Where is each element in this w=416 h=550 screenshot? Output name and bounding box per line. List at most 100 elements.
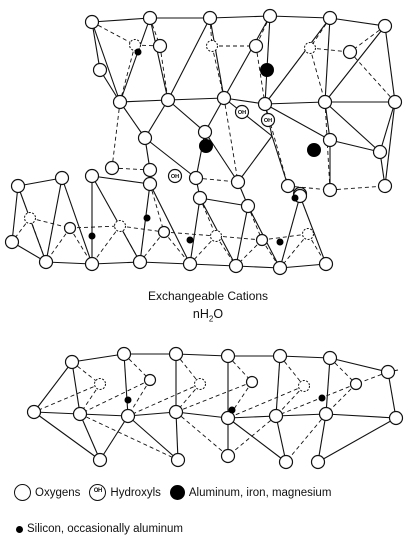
oxygen-atom xyxy=(388,410,404,426)
oxygen-atom xyxy=(322,350,338,366)
bond-line xyxy=(91,17,151,23)
tetrahedral-cation xyxy=(276,238,284,246)
atoms: OHOHOHOH xyxy=(4,8,404,470)
bond-line xyxy=(325,357,331,415)
oxygen-atom xyxy=(380,364,396,380)
oxygen-atom xyxy=(92,452,108,468)
legend-tetrahedral-label: Silicon, occasionally aluminum xyxy=(27,523,183,535)
bond-line xyxy=(149,183,191,265)
hidden-bond-line xyxy=(285,413,327,463)
oxygen-atom xyxy=(142,176,158,192)
octahedral-cation xyxy=(199,139,213,153)
bond-line xyxy=(209,15,271,19)
bond-line xyxy=(99,415,129,461)
hidden-bond-line xyxy=(175,381,253,413)
oxygen-atom xyxy=(257,96,273,112)
bond-line xyxy=(71,353,125,363)
oxygen-atom xyxy=(142,10,158,26)
bond-line xyxy=(264,17,331,105)
oxygen-atom xyxy=(387,94,403,110)
oxygen-atom-rear xyxy=(94,378,106,390)
hidden-bond-line xyxy=(119,225,165,233)
bond-line xyxy=(167,97,225,101)
oxygen-atom xyxy=(63,221,77,235)
hydroxyl-atom-label: OH xyxy=(171,174,179,180)
oxygen-atom-rear xyxy=(298,380,310,392)
hidden-bond-line xyxy=(29,217,71,229)
bond-line xyxy=(33,361,73,413)
oxygen-atom xyxy=(116,346,132,362)
bond-line xyxy=(175,411,229,419)
bond-line xyxy=(33,411,81,415)
oxygen-atom xyxy=(170,452,186,468)
oxygen-atom xyxy=(377,178,393,194)
hidden-bond-line xyxy=(255,15,271,47)
bond-line xyxy=(149,17,169,101)
tetrahedral-cation xyxy=(318,394,326,402)
oxygen-atom xyxy=(152,38,168,54)
oxygen-atom xyxy=(248,38,264,54)
hidden-bond-line xyxy=(227,385,305,419)
bond-line xyxy=(79,413,101,461)
legend-row-2: Silicon, occasionally aluminum xyxy=(14,523,192,535)
hidden-bond-line xyxy=(29,217,47,263)
water-formula-label: nH2O xyxy=(0,307,416,324)
hydroxyl-atom-label: OH xyxy=(264,118,272,124)
oxygen-atom-rear xyxy=(304,42,316,54)
oxygen-atom xyxy=(322,10,338,26)
oxygen-atom xyxy=(318,256,334,272)
oxygen-atom xyxy=(26,404,42,420)
legend-oxygens: Oxygens xyxy=(14,484,80,501)
bond-line xyxy=(189,263,237,267)
hidden-bond-line xyxy=(349,25,386,53)
oxygen-atom xyxy=(317,94,333,110)
hidden-bond-line xyxy=(329,185,386,191)
oxygen-atom xyxy=(220,410,236,426)
oxygen-atom xyxy=(272,260,288,276)
hidden-bond-line xyxy=(261,239,281,269)
hidden-bond-line xyxy=(123,353,151,381)
bond-line xyxy=(91,261,141,265)
hidden-bond-line xyxy=(111,101,121,169)
bond-line xyxy=(329,139,381,153)
octahedral-cation xyxy=(307,143,321,157)
oxygen-atom xyxy=(84,14,100,30)
bond-line xyxy=(189,197,201,265)
hidden-bond-line xyxy=(261,233,309,241)
bond-line xyxy=(167,17,211,101)
water-formula-subscript: 2 xyxy=(208,314,214,324)
bond-line xyxy=(237,135,273,183)
oxygen-atom xyxy=(84,168,100,184)
hidden-bond-line xyxy=(215,235,263,241)
bond-line xyxy=(91,175,141,263)
oxygen-atom xyxy=(38,254,54,270)
bond-line xyxy=(127,411,177,417)
hidden-bond-line xyxy=(71,361,101,385)
hydroxyl-atom xyxy=(167,168,183,184)
oxygen-atom xyxy=(143,373,157,387)
hidden-bond-line xyxy=(159,45,169,101)
oxygen-symbol-icon xyxy=(14,484,31,501)
oxygen-atom xyxy=(104,160,120,176)
bond-line xyxy=(264,101,326,105)
bond-line xyxy=(264,103,331,141)
bond-line xyxy=(279,263,327,269)
tetrahedral-cation xyxy=(88,232,96,240)
hidden-bond-line xyxy=(279,233,309,269)
bond-line xyxy=(384,101,396,187)
hidden-bond-line xyxy=(275,383,357,417)
bond-line xyxy=(269,15,331,19)
oxygen-atom xyxy=(160,92,176,108)
legend-hydroxyls-label: Hydroxyls xyxy=(110,486,161,499)
tetrahedral-cation xyxy=(143,214,151,222)
tetrahedral-cation xyxy=(186,236,194,244)
tetrahedral-cation xyxy=(134,48,142,56)
oxygen-atom xyxy=(240,198,256,214)
hidden-bond-line xyxy=(349,51,396,103)
oxygen-atom xyxy=(192,190,208,206)
oxygen-atom xyxy=(197,124,213,140)
water-formula-end: O xyxy=(213,307,224,321)
hydroxyl-atom-label: OH xyxy=(238,110,246,116)
oxygen-atom xyxy=(278,454,294,470)
oxygen-atom xyxy=(255,233,269,247)
